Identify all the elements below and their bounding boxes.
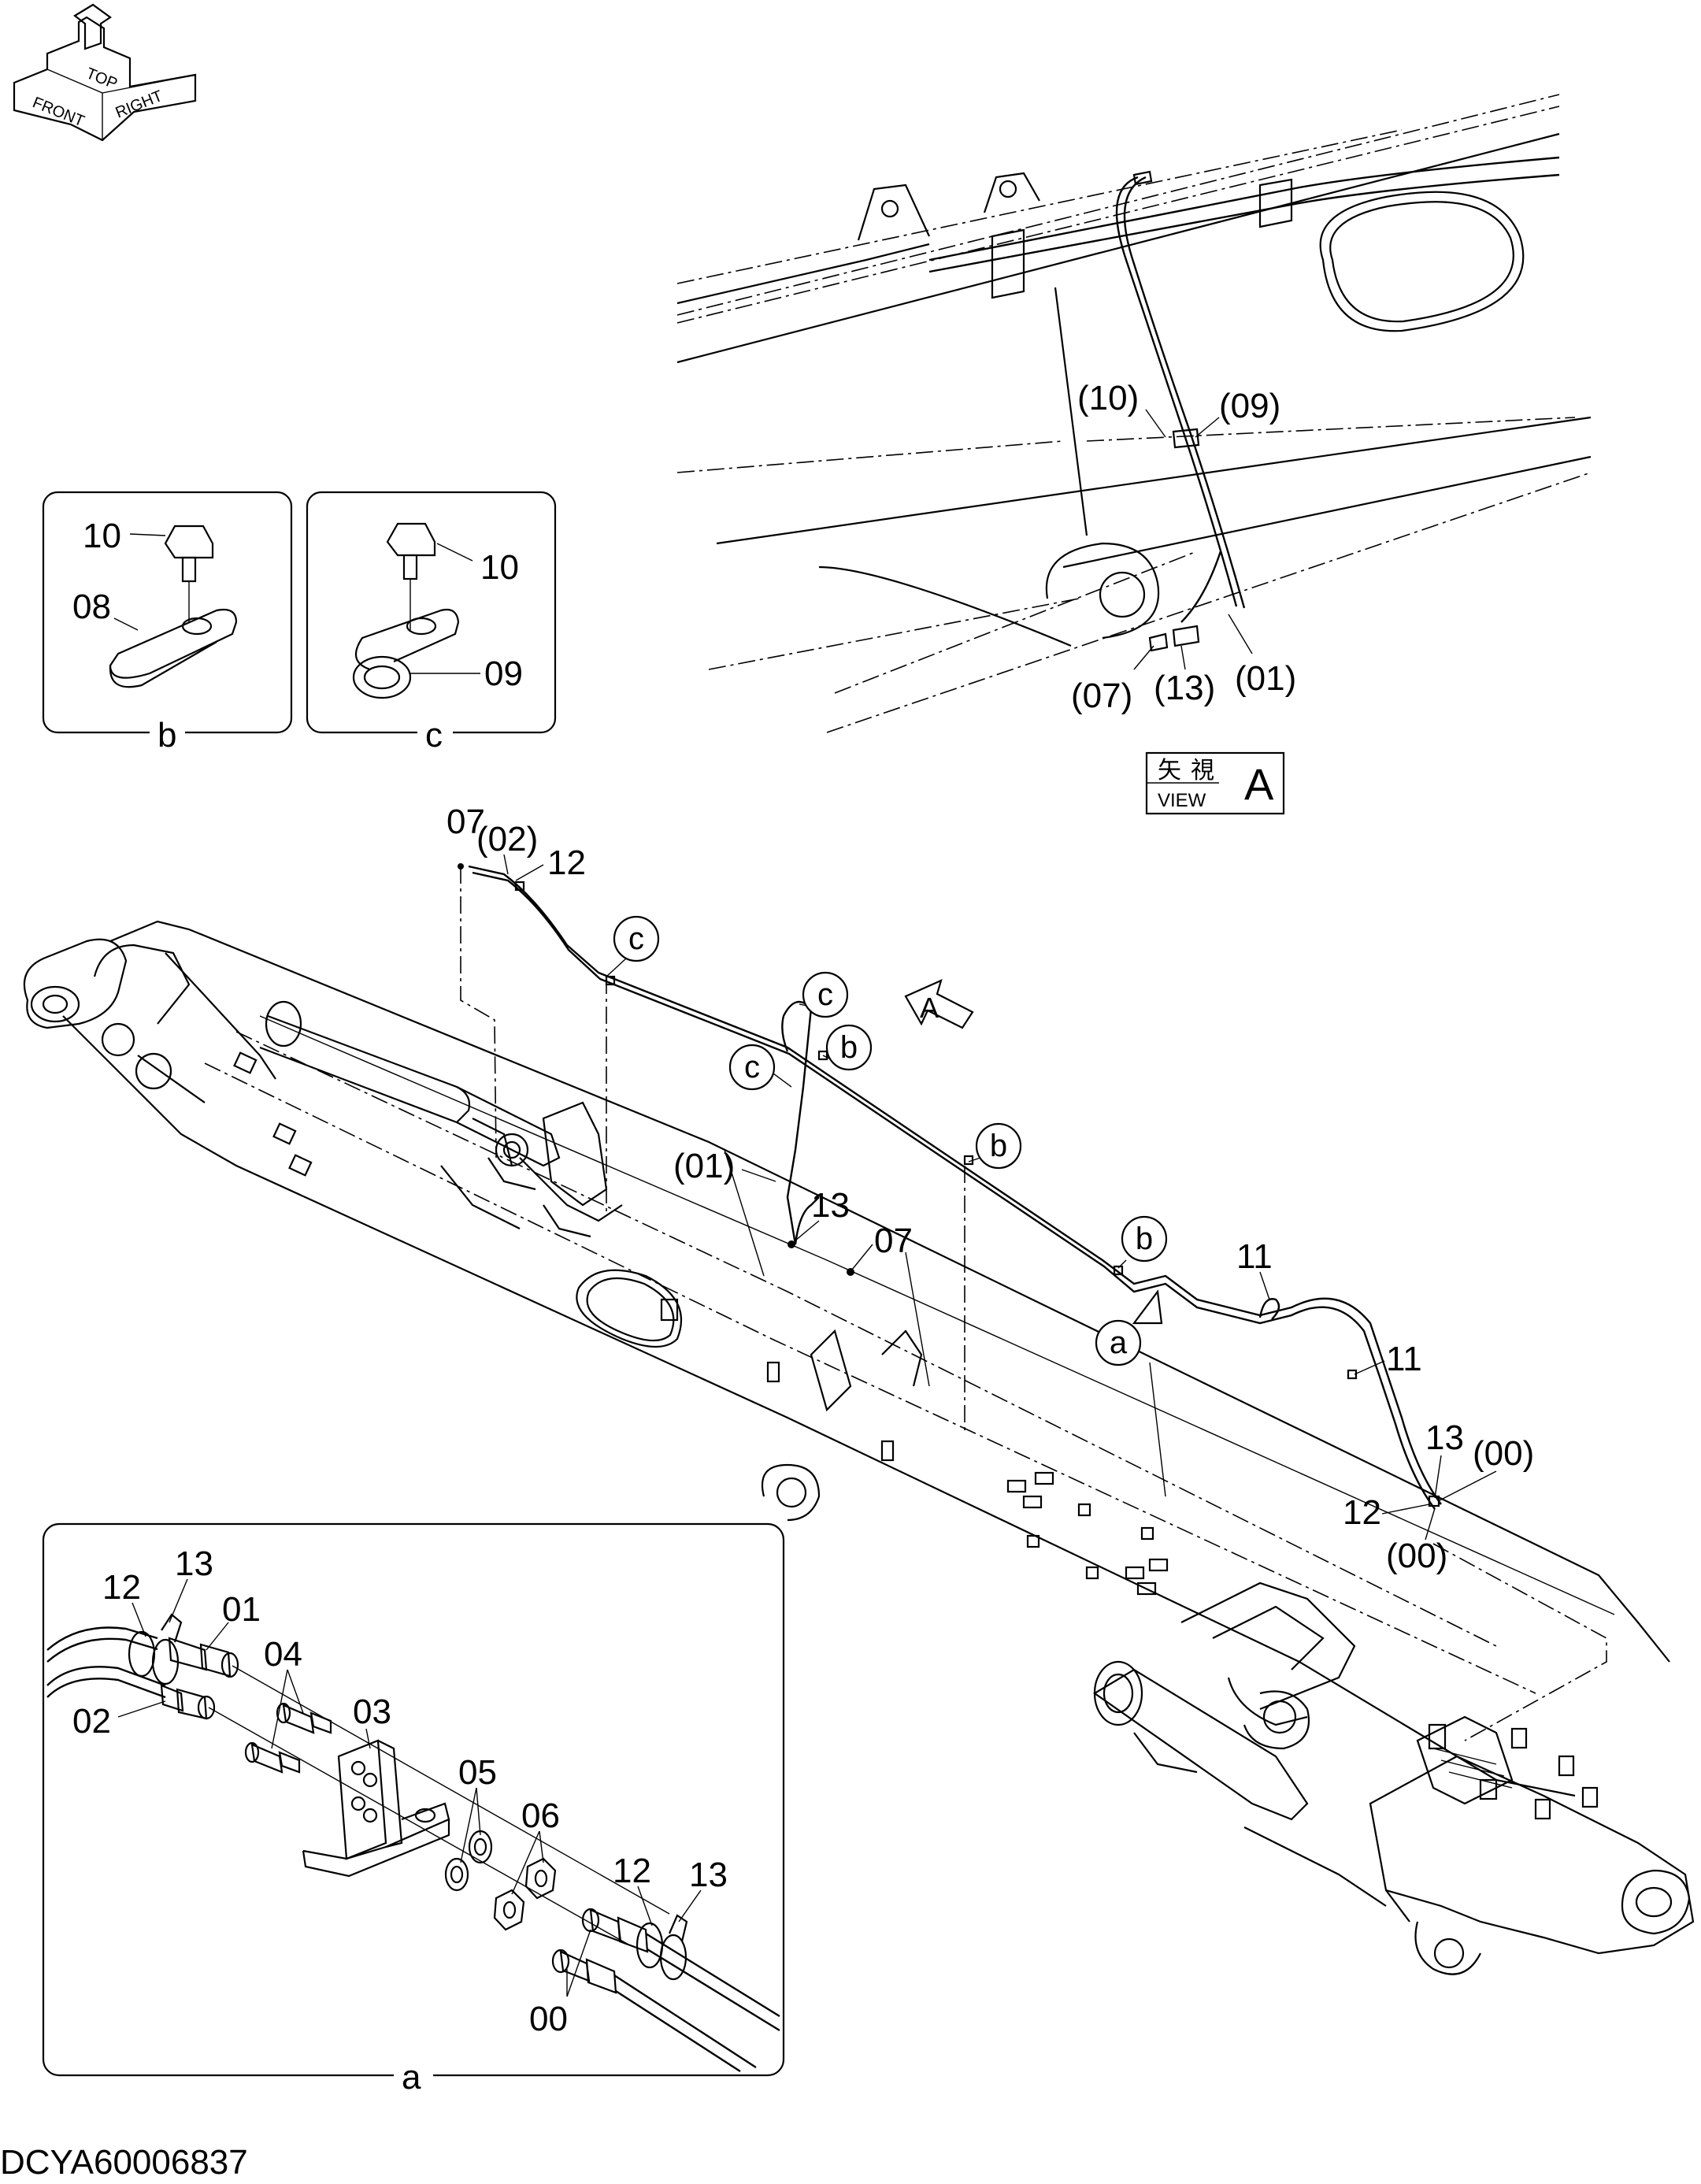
view-caption: VIEW [1158,790,1206,811]
detail-c-label-10: 10 [480,548,519,587]
label-top-02: (02) [476,820,538,858]
hose-route [458,863,1442,1510]
circle-callouts: c c c b b b a [606,915,1168,1366]
label-end-00-top: (00) [1473,1434,1534,1473]
drawing-id: DCYA60006837 [0,2143,248,2182]
view-a-label-box: 矢 視 VIEW A [1145,751,1285,815]
detail-a-label-04: 04 [264,1635,302,1674]
label-top-12: 12 [547,844,586,882]
callout-a1: a [1110,1326,1128,1360]
callout-c3: c [744,1050,760,1085]
callout-b3: b [1136,1222,1153,1256]
orientation-right-label: RIGHT [113,87,165,122]
detail-b-box: b 10 08 [42,491,293,755]
detail-a-label-00: 00 [529,2000,568,2038]
callout-b2: b [990,1129,1007,1163]
view-letter: A [1244,759,1274,809]
orientation-top-label: TOP [83,65,120,93]
callout-b1: b [840,1030,858,1065]
label-end-13: 13 [1425,1418,1464,1457]
label-bolt-07: 07 [874,1222,913,1260]
orientation-front-label: FRONT [30,94,87,130]
view-kanji-2: 視 [1191,758,1214,784]
view-a-label-01: (01) [1235,659,1296,698]
view-kanji-1: 矢 [1158,758,1181,784]
detail-c-caption: c [425,716,443,755]
detail-b-caption: b [158,716,176,755]
label-clamp-11: 11 [1386,1340,1422,1378]
detail-a-label-03: 03 [353,1693,391,1731]
label-loop-11: 11 [1236,1237,1273,1276]
callout-c1: c [628,921,644,956]
view-a-label-13: (13) [1154,669,1215,707]
view-a-detail: (10) (09) (07) (13) (01) [676,94,1592,733]
detail-a-label-02: 02 [72,1702,111,1741]
detail-a-caption: a [402,2058,421,2097]
detail-a-label-05: 05 [458,1753,497,1792]
main-labels: 07 (02) 12 (01) 13 07 11 11 13 (00) 12 (… [447,803,1534,1575]
label-top-07: 07 [447,803,485,841]
label-end-12: 12 [1343,1493,1381,1532]
detail-c-box: c 10 09 [306,491,557,755]
view-a-label-10: (10) [1077,379,1139,417]
detail-a-box: a [42,1522,785,2097]
detail-a-label-12: 12 [102,1568,141,1607]
view-a-label-07: (07) [1071,677,1132,715]
view-a-label-09: (09) [1219,387,1280,425]
view-a-arrow-icon: A [904,979,974,1029]
detail-a-label-13: 13 [175,1544,213,1583]
orientation-cube-icon: FRONT TOP RIGHT [13,3,197,142]
label-clip-13: 13 [811,1186,850,1225]
label-end-00-bottom: (00) [1386,1537,1447,1575]
detail-a-label-13b: 13 [689,1856,728,1894]
label-hose-01: (01) [673,1147,735,1185]
detail-c-label-09: 09 [484,654,523,693]
view-arrow-letter: A [920,992,939,1024]
detail-b-label-10: 10 [83,517,121,555]
detail-a-label-12b: 12 [613,1852,651,1890]
detail-a-label-01: 01 [222,1590,261,1629]
callout-c2: c [817,977,833,1012]
detail-a-label-06: 06 [521,1797,560,1835]
detail-b-label-08: 08 [72,588,111,626]
